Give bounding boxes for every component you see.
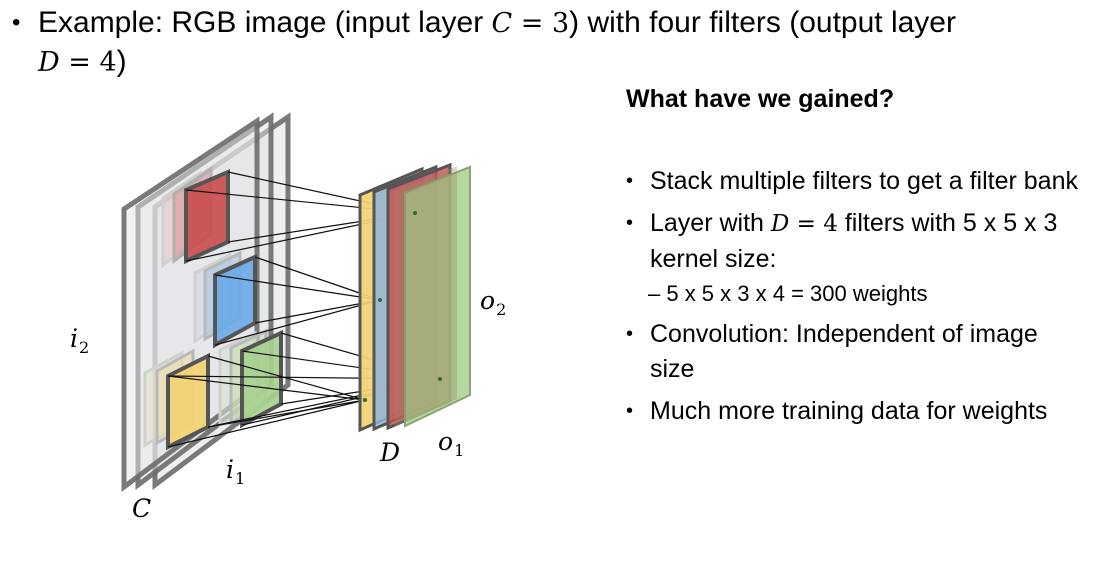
summary-bullet-training-data: • Much more training data for weights	[626, 394, 1086, 429]
intro-text-part-2: ) with four filters (output layer	[569, 6, 956, 39]
bullet-text: Convolution: Independent of image size	[650, 320, 1038, 383]
blue-filter-patch	[193, 250, 257, 349]
green-filter-patch	[218, 328, 283, 429]
intro-math-d-eq: = 4	[59, 47, 117, 78]
summary-bullet-list: • Stack multiple filters to get a filter…	[626, 164, 1086, 429]
label-o2: o2	[480, 286, 506, 319]
intro-text: Example: RGB image (input layer C = 3) w…	[38, 4, 1082, 82]
intro-bullet: • Example: RGB image (input layer C = 3)…	[12, 4, 1082, 82]
output-volume	[358, 162, 471, 433]
output-nodes	[363, 211, 442, 402]
label-i2: i2	[70, 324, 89, 357]
summary-sub-item-weights: – 5 x 5 x 3 x 4 = 300 weights	[648, 281, 928, 306]
bullet-dot: •	[626, 400, 634, 422]
intro-math-d: D	[38, 47, 60, 78]
bullet-text: Stack multiple filters to get a filter b…	[650, 167, 1078, 195]
bullet-math-d: D	[770, 211, 790, 237]
label-o1: o1	[438, 427, 464, 460]
bullet-dot: •	[626, 212, 634, 234]
bullet-text: Much more training data for weights	[650, 397, 1048, 425]
red-filter-patch	[161, 166, 230, 268]
summary-bullet-filter-bank: • Stack multiple filters to get a filter…	[626, 164, 1086, 199]
summary-heading: What have we gained?	[626, 85, 895, 113]
bullet-text-post: filters with 5 x 5 x 3 kernel size:	[650, 209, 1058, 273]
intro-math-c: C	[491, 8, 513, 39]
label-i1: i1	[226, 455, 245, 488]
label-d: D	[379, 438, 400, 467]
bullet-text-pre: Layer with	[650, 209, 771, 237]
bullet-math-d-eq: = 4	[789, 211, 838, 237]
bullet-dot: •	[626, 323, 634, 345]
output-map-green	[404, 165, 471, 428]
label-c: C	[132, 494, 151, 523]
output-map-overlay	[395, 166, 457, 427]
bullet-dot: •	[626, 170, 634, 192]
summary-panel: What have we gained? • Stack multiple fi…	[626, 82, 1086, 436]
convolution-diagram: i2 i1 C D o1 o2	[70, 112, 506, 523]
green-patch	[240, 329, 283, 429]
summary-bullet-convolution: • Convolution: Independent of image size	[626, 317, 1086, 387]
bullet-dot: •	[12, 9, 21, 36]
summary-bullet-layer: • Layer with D = 4 filters with 5 x 5 x …	[626, 206, 1086, 277]
intro-math-c-eq: = 3	[512, 8, 570, 39]
intro-text-part-1: Example: RGB image (input layer	[38, 6, 492, 39]
intro-text-part-3: )	[116, 45, 127, 78]
